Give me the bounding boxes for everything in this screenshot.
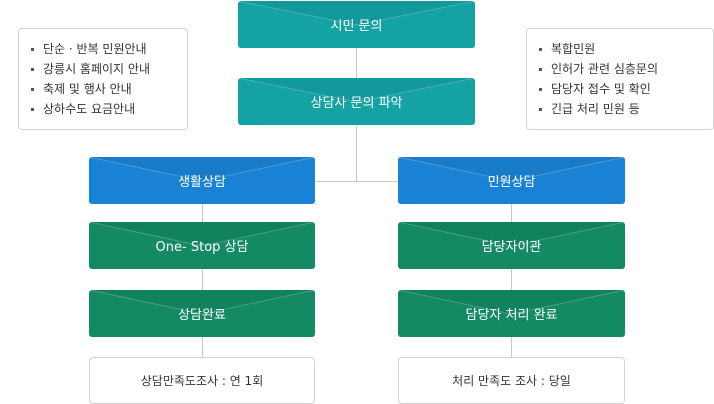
civil-counsel-box: 민원상담 [398,157,625,204]
counsel-complete-box: 상담완료 [89,290,315,337]
life-counsel-label: 생활상담 [178,175,226,190]
citizen-inquiry-box: 시민 문의 [238,1,475,48]
left-note-item: 강릉시 홈페이지 안내 [31,59,177,79]
connector-left-3 [202,337,203,357]
handling-survey-box: 처리 만족도 조사 : 당일 [398,357,625,404]
counselor-analysis-label: 상담사 문의 파악 [310,96,403,111]
counsel-survey-label: 상담만족도조사 : 연 1회 [140,374,264,388]
counsel-survey-box: 상담만족도조사 : 연 1회 [89,357,315,404]
left-note-item: 단순 · 반복 민원안내 [31,39,177,59]
left-info-note: 단순 · 반복 민원안내 강릉시 홈페이지 안내 축제 및 행사 안내 상하수도… [18,28,188,130]
connector-horizontal [315,181,399,182]
life-counsel-box: 생활상담 [89,157,315,204]
connector-left-1 [202,204,203,222]
connector-mid [356,125,357,182]
right-note-item: 인허가 관련 심층문의 [539,59,703,79]
counselor-analysis-box: 상담사 문의 파악 [238,78,475,125]
connector-right-1 [511,204,512,222]
transfer-label: 담당자이관 [481,240,542,255]
left-note-item: 상하수도 요금안내 [31,99,177,119]
citizen-inquiry-label: 시민 문의 [330,19,383,34]
connector-left-2 [202,269,203,290]
handler-complete-label: 담당자 처리 완료 [465,308,558,323]
right-note-item: 긴급 처리 민원 등 [539,99,703,119]
right-note-item: 복합민원 [539,39,703,59]
one-stop-box: One- Stop 상담 [89,222,315,269]
connector-right-3 [511,337,512,357]
transfer-box: 담당자이관 [398,222,625,269]
right-info-note: 복합민원 인허가 관련 심층문의 담당자 접수 및 확인 긴급 처리 민원 등 [526,28,714,130]
one-stop-label: One- Stop 상담 [155,240,249,255]
connector-top [356,48,357,78]
civil-counsel-label: 민원상담 [487,175,536,190]
right-note-item: 담당자 접수 및 확인 [539,79,703,99]
handling-survey-label: 처리 만족도 조사 : 당일 [452,374,571,388]
handler-complete-box: 담당자 처리 완료 [398,290,625,337]
counsel-complete-label: 상담완료 [178,308,226,323]
left-note-item: 축제 및 행사 안내 [31,79,177,99]
connector-right-2 [511,269,512,290]
